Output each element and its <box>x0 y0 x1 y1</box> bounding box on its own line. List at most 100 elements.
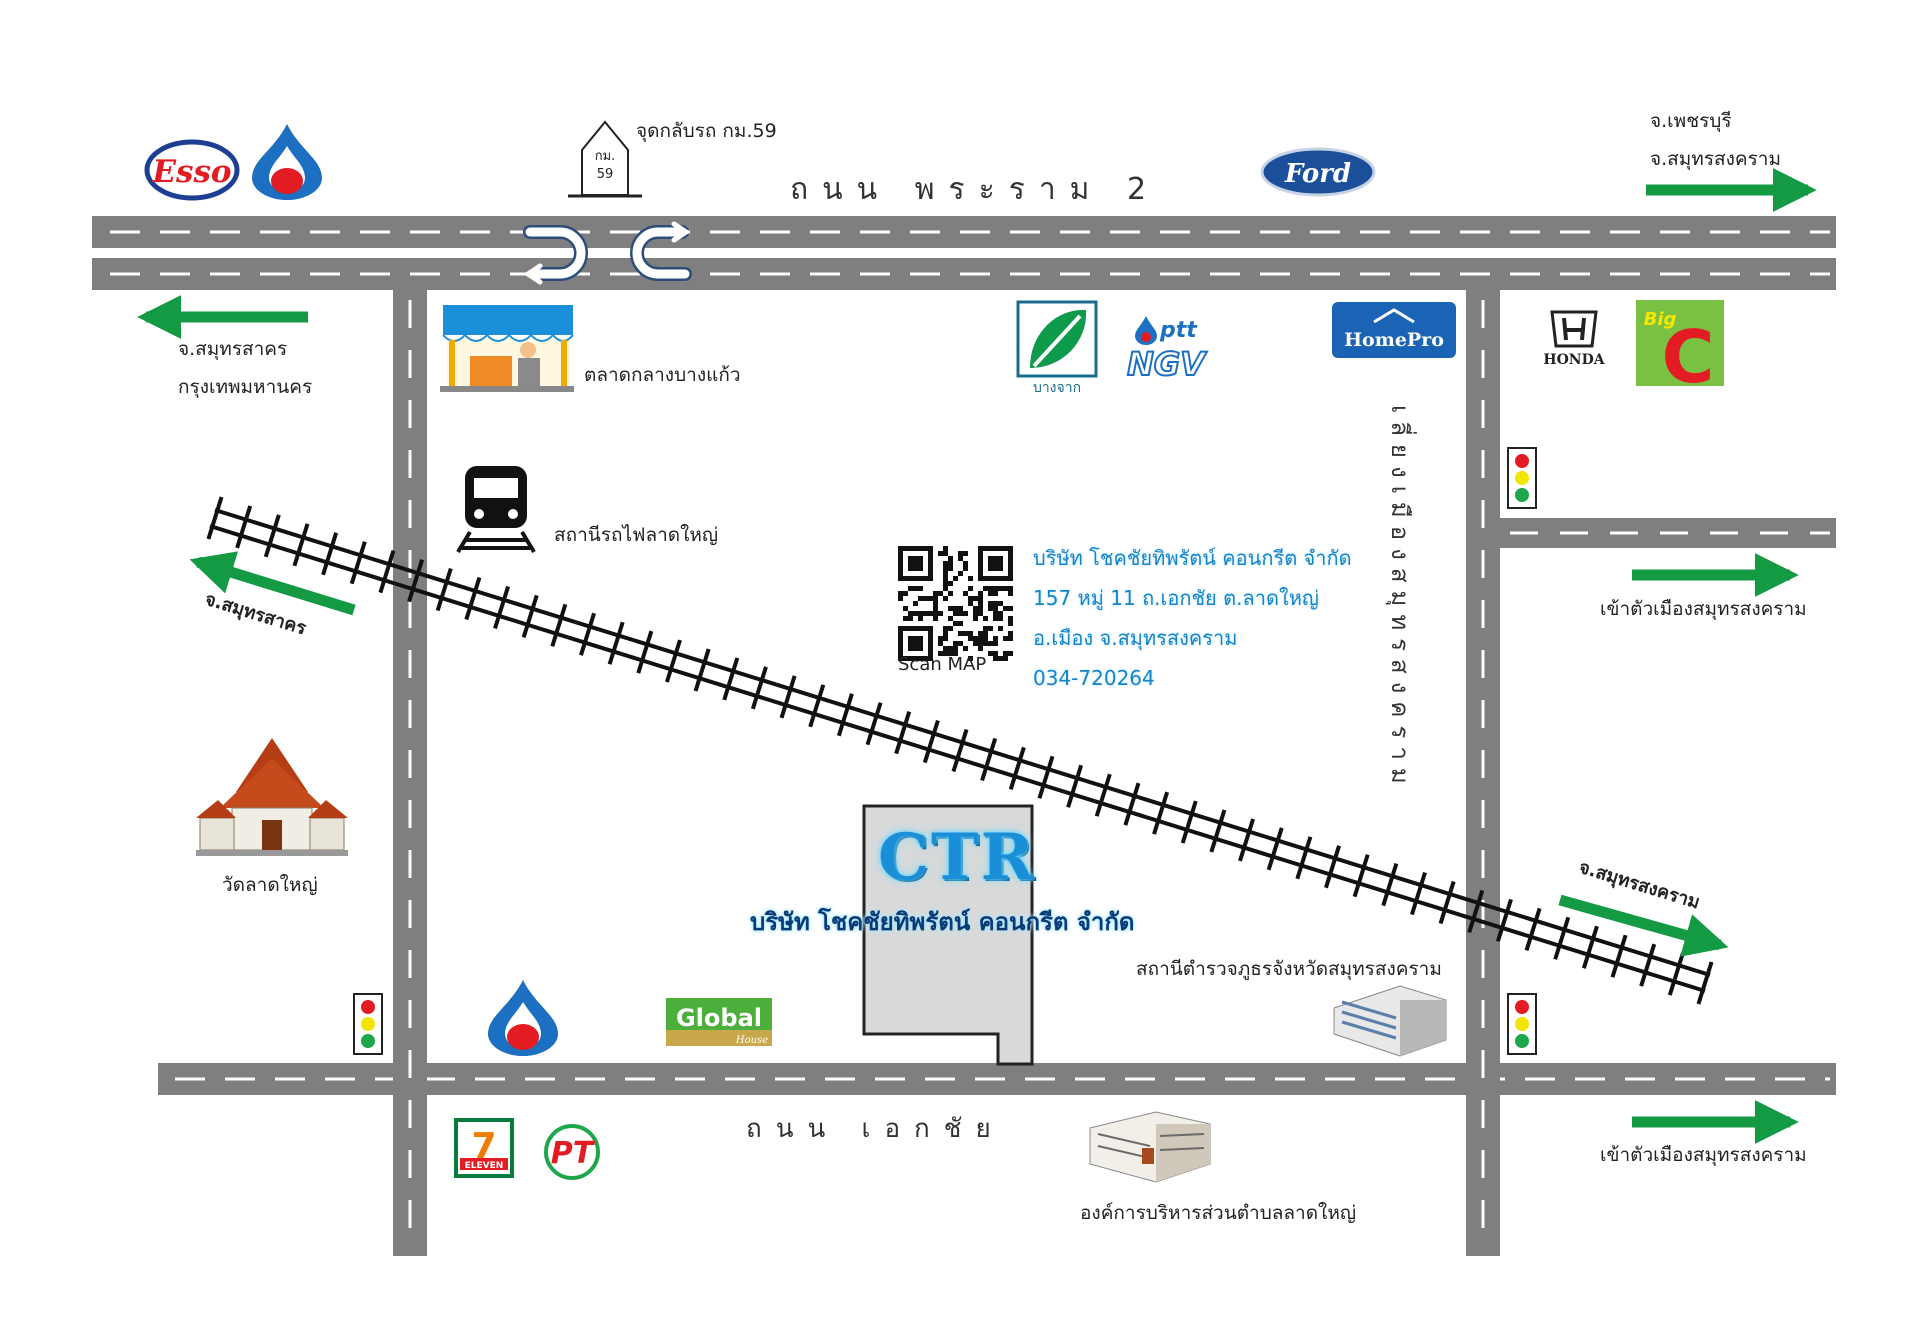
scan-map-label: Scan MAP <box>898 654 987 675</box>
railway-tie <box>1610 934 1628 978</box>
railway-tie <box>464 576 482 621</box>
km-marker-line2: 59 <box>597 167 614 182</box>
to-phetchaburi-label: จ.เพชรบุรี <box>1650 110 1732 132</box>
police-label: สถานีตำรวจภูธรจังหวัดสมุทรสงคราม <box>1136 958 1442 980</box>
railway-tie <box>292 523 310 567</box>
railway-tie <box>407 558 425 603</box>
temple-icon <box>196 738 348 856</box>
esso-logo: Esso <box>144 139 240 201</box>
pt-logo: PT <box>544 1124 600 1180</box>
to-phetchaburi-label-2: จ.สมุทรสงคราม <box>1650 148 1782 170</box>
svg-text:PT: PT <box>551 1136 596 1171</box>
railway-tie <box>1553 916 1571 960</box>
homepro-logo: HomePro <box>1332 302 1456 358</box>
railway <box>206 496 1714 1005</box>
left-road <box>393 290 427 1256</box>
honda-logo: HONDA <box>1543 310 1606 368</box>
railway-tie <box>1152 791 1170 835</box>
railway-tie <box>1037 755 1055 799</box>
railway-tie <box>1495 898 1513 943</box>
svg-text:HomePro: HomePro <box>1344 329 1444 351</box>
train-station-label: สถานีรถไฟลาดใหญ่ <box>554 524 719 546</box>
ctr-site <box>862 804 1034 1066</box>
railway-tie <box>1524 907 1542 951</box>
svg-text:Big: Big <box>1644 309 1677 330</box>
company-address-2: อ.เมือง จ.สมุทรสงคราม <box>1033 626 1238 650</box>
traffic-light-icon <box>1507 993 1537 1055</box>
company-name: บริษัท โชคชัยทิพรัตน์ คอนกรีต จำกัด <box>1033 546 1352 570</box>
railway-tie <box>951 728 969 773</box>
traffic-light-icon <box>1507 447 1537 509</box>
company-address-1: 157 หมู่ 11 ถ.เอกชัย ต.ลาดใหญ่ <box>1033 586 1319 610</box>
temple-label: วัดลาดใหญ่ <box>222 874 318 896</box>
market-label: ตลาดกลางบางแก้ว <box>584 364 741 386</box>
obt-label: องค์การบริหารส่วนตำบลลาดใหญ่ <box>1080 1202 1357 1224</box>
railway-tie <box>1381 863 1399 907</box>
railway-tie <box>1094 773 1112 817</box>
railway-tie <box>1008 746 1026 790</box>
svg-text:C: C <box>1662 315 1715 399</box>
railway-tie <box>894 711 912 755</box>
railway-tie <box>378 550 396 594</box>
railway-tie <box>1352 854 1370 898</box>
railway-tie <box>1238 818 1256 862</box>
train-icon <box>456 466 536 554</box>
railway-tie <box>1581 925 1599 969</box>
railway-tie <box>980 737 998 782</box>
ptt-drop-icon <box>252 124 322 200</box>
railway-tie <box>435 567 453 612</box>
city-entry-label-2: เข้าตัวเมืองสมุทรสงคราม <box>1600 1144 1807 1166</box>
km-marker-icon: กม. 59 <box>568 120 642 198</box>
qr-code-icon <box>898 546 1013 661</box>
km-marker-line1: กม. <box>595 149 616 164</box>
railway-tie <box>1639 943 1657 987</box>
company-phone[interactable]: 034-720264 <box>1033 666 1155 690</box>
railway-tie <box>1696 961 1714 1005</box>
railway-tie <box>1409 871 1427 916</box>
railway-tie <box>808 684 826 728</box>
railway-tie <box>1209 809 1227 853</box>
ptt-ngv-logo: ptt NGV <box>1126 316 1208 384</box>
bypass-road-name: เลี่ยงเมืองสมุทรสงคราม <box>1386 405 1414 792</box>
bangchak-logo: บางจาก <box>1016 300 1098 396</box>
railway-tie <box>922 719 940 764</box>
building-icon <box>1333 985 1447 1057</box>
railway-tie <box>550 603 568 647</box>
railway-tie <box>636 630 654 674</box>
bypass-road <box>1466 290 1500 1256</box>
railway-tie <box>1667 952 1685 996</box>
svg-text:House: House <box>735 1035 768 1046</box>
railway-tie <box>206 496 224 540</box>
svg-text:NGV: NGV <box>1127 345 1207 383</box>
railway-tie <box>865 702 883 746</box>
svg-text:Global: Global <box>676 1004 762 1032</box>
direction-arrows <box>137 168 1817 1144</box>
right-branch-road <box>1500 518 1836 548</box>
railway-tie <box>263 514 281 558</box>
ctr-logo: CTR <box>878 820 1036 895</box>
railway-tie <box>779 675 797 719</box>
svg-text:ptt: ptt <box>1159 318 1198 343</box>
svg-text:Ford: Ford <box>1284 159 1351 189</box>
railway-tie <box>493 585 511 630</box>
railway-tie <box>1066 764 1084 808</box>
svg-text:ELEVEN: ELEVEN <box>465 1161 504 1171</box>
railway-tie <box>722 657 740 701</box>
building-icon <box>1089 1111 1211 1183</box>
traffic-light-icon <box>353 993 383 1055</box>
ekachai-road <box>158 1063 1836 1095</box>
ptt-drop-icon <box>488 980 558 1056</box>
railway-tie <box>1324 845 1341 889</box>
railway-tie <box>1180 800 1198 844</box>
uturn-icon <box>523 221 692 285</box>
rama2-road <box>92 216 1836 290</box>
ford-logo: Ford <box>1260 147 1376 197</box>
railway-tie <box>579 612 596 656</box>
company-info: บริษัท โชคชัยทิพรัตน์ คอนกรีต จำกัด 157 … <box>1033 538 1352 698</box>
to-bangkok-label: กรุงเทพมหานคร <box>178 376 313 398</box>
railway-tie <box>607 621 625 665</box>
ekachai-road-name: ถนน เอกชัย <box>746 1114 1005 1144</box>
railway-tie <box>1123 782 1141 826</box>
global-house-logo: Global House <box>666 998 772 1046</box>
